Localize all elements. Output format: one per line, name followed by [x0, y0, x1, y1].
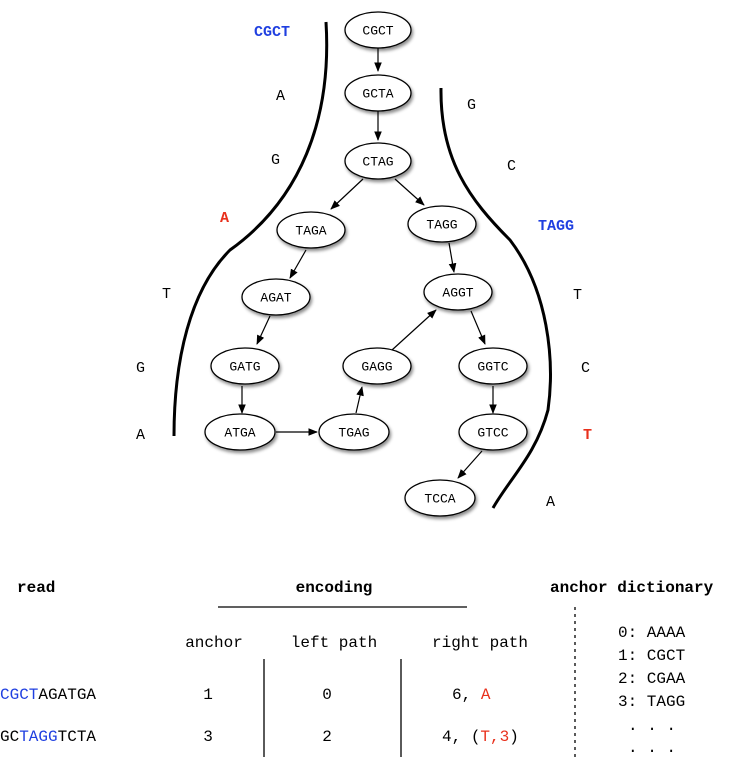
anchor-column-header: anchor	[185, 634, 243, 652]
edge-agat-gatg	[256, 315, 271, 345]
node-gcta: GCTA	[344, 74, 412, 112]
left-path-cell: 0	[322, 686, 332, 704]
node-gatg: GATG	[210, 347, 280, 385]
node-label: ATGA	[224, 426, 255, 441]
edge-ctag-taga	[330, 178, 364, 210]
node-agat: AGAT	[241, 278, 311, 316]
right-letter: G	[467, 97, 476, 114]
left-read-letters: CGCT A G A T G A	[136, 24, 290, 444]
left-letter: T	[162, 286, 171, 303]
edge-gagg-aggt	[391, 309, 437, 351]
node-ctag: CTAG	[344, 142, 412, 180]
node-label: AGGT	[442, 286, 473, 301]
edge-taga-agat	[289, 249, 307, 279]
dictionary-header: anchor dictionary	[550, 579, 714, 597]
left-letter: G	[271, 152, 280, 169]
encoding-table: read encoding anchor dictionary anchor l…	[0, 579, 714, 757]
left-path-column-header: left path	[291, 634, 377, 652]
read-rest-part: AGATGA	[38, 686, 96, 704]
right-path-value: 4,	[442, 728, 471, 746]
right-path-value: 6,	[452, 686, 481, 704]
node-label: CTAG	[362, 155, 393, 170]
anchor-cell: 3	[203, 728, 213, 746]
node-tgag: TGAG	[318, 413, 390, 451]
graph-edges	[238, 48, 497, 479]
read-sequence: CGCTAGATGA	[0, 686, 96, 704]
right-read-letters: G C TAGG T C T A	[467, 97, 592, 511]
right-letter: C	[581, 360, 590, 377]
edge-aggt-ggtc	[470, 310, 486, 345]
right-letter: A	[546, 494, 555, 511]
read-anchor-part: CGCT	[0, 686, 38, 704]
node-atga: ATGA	[204, 413, 276, 451]
node-label: TCCA	[424, 492, 455, 507]
left-boundary-curve	[172, 21, 329, 437]
read-sequence: GCTAGGTCTA	[0, 728, 96, 746]
right-letter-mismatch: T	[583, 427, 592, 444]
node-cgct: CGCT	[344, 11, 412, 49]
edge-tgag-gagg	[355, 386, 364, 414]
node-gtcc: GTCC	[458, 413, 528, 451]
node-aggt: AGGT	[423, 273, 493, 311]
edge-ctag-tagg	[394, 178, 425, 206]
right-path-cell: 4, (T,3)	[442, 728, 519, 746]
anchor-cell: 1	[203, 686, 213, 704]
node-label: TGAG	[338, 426, 369, 441]
dictionary-entry: 0: AAAA	[618, 624, 686, 642]
right-path-cell: 6, A	[452, 686, 491, 704]
dictionary-entry: 1: CGCT	[618, 647, 685, 665]
node-label: GATG	[229, 360, 260, 375]
dictionary-entry: 3: TAGG	[618, 693, 685, 711]
node-ggtc: GGTC	[458, 347, 528, 385]
node-taga: TAGA	[276, 211, 346, 249]
right-path-close: )	[509, 728, 519, 746]
anchor-dictionary: 0: AAAA 1: CGCT 2: CGAA 3: TAGG . . . . …	[618, 624, 686, 757]
node-label: GAGG	[361, 360, 392, 375]
node-label: CGCT	[362, 24, 393, 39]
node-label: TAGG	[426, 218, 457, 233]
edge-gtcc-tcca	[457, 450, 483, 479]
left-letter-mismatch: A	[220, 210, 229, 227]
right-letter: C	[507, 158, 516, 175]
read-rest-part: TCTA	[58, 728, 97, 746]
right-anchor-label: TAGG	[538, 218, 574, 235]
left-letter: A	[276, 88, 285, 105]
dictionary-ellipsis: . . .	[628, 717, 676, 735]
node-label: GCTA	[362, 87, 393, 102]
encoding-header: encoding	[296, 579, 373, 597]
graph-nodes: CGCT GCTA CTAG TAGA TAGG AGAT AGGT GATG	[204, 11, 528, 517]
node-label: AGAT	[260, 291, 291, 306]
right-path-column-header: right path	[432, 634, 528, 652]
right-path-open: (	[471, 728, 481, 746]
table-row: CGCTAGATGA 1 0 6, A	[0, 686, 491, 704]
node-label: GTCC	[477, 426, 508, 441]
right-path-mismatch: A	[481, 686, 491, 704]
right-letter: T	[573, 287, 582, 304]
right-path-mismatch: T,3	[480, 728, 509, 746]
node-label: GGTC	[477, 360, 508, 375]
edge-tagg-aggt	[448, 242, 457, 273]
left-path-cell: 2	[322, 728, 332, 746]
read-prefix-part: GC	[0, 728, 19, 746]
read-header: read	[17, 579, 55, 597]
node-label: TAGA	[295, 224, 326, 239]
dictionary-ellipsis: . . .	[628, 739, 676, 757]
table-row: GCTAGGTCTA 3 2 4, (T,3)	[0, 728, 519, 746]
node-tagg: TAGG	[407, 205, 477, 243]
node-gagg: GAGG	[342, 347, 412, 385]
left-anchor-label: CGCT	[254, 24, 290, 41]
node-tcca: TCCA	[404, 479, 476, 517]
read-anchor-part: TAGG	[19, 728, 57, 746]
dictionary-entry: 2: CGAA	[618, 670, 686, 688]
left-letter: G	[136, 360, 145, 377]
right-boundary-curve	[439, 87, 552, 509]
left-letter: A	[136, 427, 145, 444]
